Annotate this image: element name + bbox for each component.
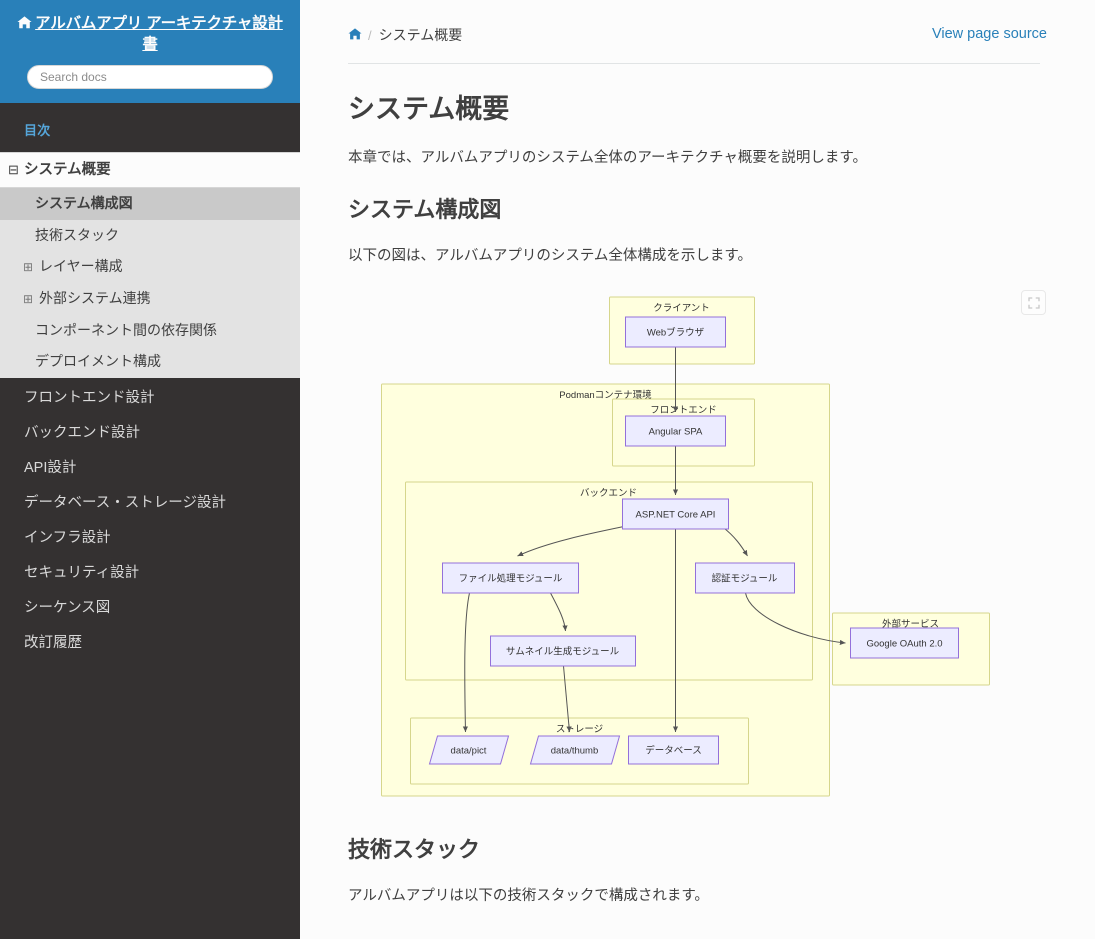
node-label: data/pict (451, 746, 487, 757)
brand-link[interactable]: アルバムアプリ アーキテクチャ設計書 (12, 10, 288, 56)
breadcrumb: / システム概要 (348, 25, 1040, 64)
diagram-intro-paragraph: 以下の図は、アルバムアプリのシステム全体構成を示します。 (348, 247, 752, 264)
breadcrumb-separator: / (368, 27, 372, 43)
sidebar-item-label: バックエンド設計 (24, 424, 140, 441)
node-label: data/thumb (551, 746, 599, 757)
sidebar: アルバムアプリ アーキテクチャ設計書 目次 ⊟ システム概要 システム構成図 技術… (0, 0, 300, 939)
sidebar-item-label: レイヤー構成 (39, 258, 123, 275)
plus-box-icon[interactable]: ⊞ (23, 260, 34, 275)
sidebar-header: アルバムアプリ アーキテクチャ設計書 (0, 0, 300, 103)
minus-box-icon[interactable]: ⊟ (8, 161, 19, 177)
intro-paragraph: 本章では、アルバムアプリのシステム全体のアーキテクチャ概要を説明します。 (348, 150, 867, 167)
sidebar-item-label: システム概要 (24, 161, 111, 178)
node-label: データベース (645, 745, 702, 757)
cluster-label: バックエンド (580, 488, 637, 499)
breadcrumb-bar: / システム概要 View page source (300, 0, 1095, 64)
node-angular-spa[interactable]: Angular SPA (625, 415, 726, 447)
page-title: システム概要 (348, 94, 510, 124)
main-content: / システム概要 View page source システム概要 本章では、アル… (300, 0, 1095, 939)
fullscreen-icon[interactable] (1021, 290, 1046, 316)
sidebar-item-revision-history[interactable]: 改訂履歴 (0, 626, 300, 661)
toc-caption: 目次 (0, 102, 300, 152)
diagram-edges (462, 347, 846, 733)
sidebar-item-label: セキュリティ設計 (24, 564, 140, 581)
node-data-pict[interactable]: data/pict (428, 735, 510, 765)
node-thumbnail-module[interactable]: サムネイル生成モジュール (490, 635, 636, 667)
sidebar-item-label: フロントエンド設計 (24, 389, 155, 406)
architecture-diagram: Podmanコンテナ環境 バックエンド クライアント フロントエンド ストレージ (348, 290, 1047, 810)
brand-title: アルバムアプリ アーキテクチャ設計書 (35, 15, 283, 53)
node-label: Google OAuth 2.0 (866, 639, 942, 650)
node-database[interactable]: データベース (628, 735, 719, 765)
sidebar-item-sequence-diagram[interactable]: シーケンス図 (0, 591, 300, 626)
nav-primary: ⊟ システム概要 システム構成図 技術スタック ⊞ レイヤー構成 ⊞ 外部システム連携… (0, 151, 300, 661)
cluster-label: 外部サービス (882, 618, 939, 630)
node-aspnet-core-api[interactable]: ASP.NET Core API (622, 498, 729, 530)
cluster-label: クライアント (653, 303, 710, 314)
node-google-oauth[interactable]: Google OAuth 2.0 (850, 627, 959, 659)
sidebar-item-component-dependencies[interactable]: コンポーネント間の依存関係 (0, 315, 300, 347)
article-body: システム概要 本章では、アルバムアプリのシステム全体のアーキテクチャ概要を説明し… (300, 92, 1095, 908)
sidebar-item-layer-structure[interactable]: ⊞ レイヤー構成 (0, 251, 300, 283)
search-form (12, 56, 288, 89)
node-file-processing-module[interactable]: ファイル処理モジュール (442, 562, 579, 594)
view-page-source-link[interactable]: View page source (931, 26, 1047, 42)
cluster-label: ストレージ (556, 724, 603, 735)
node-label: Webブラウザ (647, 327, 705, 339)
sidebar-item-label: API設計 (24, 459, 77, 476)
sidebar-item-frontend-design[interactable]: フロントエンド設計 (0, 381, 300, 416)
sidebar-item-label: シーケンス図 (24, 599, 111, 616)
node-label: ASP.NET Core API (636, 510, 716, 521)
diagram-canvas: Podmanコンテナ環境 バックエンド クライアント フロントエンド ストレージ (381, 296, 990, 797)
sidebar-item-api-design[interactable]: API設計 (0, 451, 300, 486)
node-label: ファイル処理モジュール (459, 573, 563, 585)
sidebar-item-system-overview[interactable]: ⊟ システム概要 (0, 151, 300, 189)
sidebar-item-label: 技術スタック (35, 226, 119, 243)
sidebar-item-label: コンポーネント間の依存関係 (35, 321, 217, 338)
sidebar-item-label: 改訂履歴 (24, 634, 82, 651)
sidebar-item-infra-design[interactable]: インフラ設計 (0, 521, 300, 556)
sidebar-item-label: システム構成図 (35, 195, 133, 212)
nav-secondary: フロントエンド設計 バックエンド設計 API設計 データベース・ストレージ設計 … (0, 377, 300, 661)
section-heading-tech-stack: 技術スタック (348, 837, 481, 863)
node-label: Angular SPA (649, 427, 703, 438)
sidebar-item-label: 外部システム連携 (39, 289, 151, 306)
sidebar-item-tech-stack[interactable]: 技術スタック (0, 220, 300, 252)
section-heading-diagram: システム構成図 (348, 197, 502, 223)
node-label: 認証モジュール (712, 573, 778, 585)
plus-box-icon[interactable]: ⊞ (23, 291, 34, 306)
sidebar-item-database-storage-design[interactable]: データベース・ストレージ設計 (0, 486, 300, 521)
tech-stack-paragraph: アルバムアプリは以下の技術スタックで構成されます。 (348, 887, 709, 904)
breadcrumb-current: システム概要 (378, 27, 463, 43)
cluster-backend: バックエンド (405, 481, 813, 681)
home-icon[interactable] (348, 27, 362, 43)
nav-sublist: システム構成図 技術スタック ⊞ レイヤー構成 ⊞ 外部システム連携 コンポーネント… (0, 188, 300, 378)
node-browser[interactable]: Webブラウザ (625, 316, 726, 348)
sidebar-item-external-integration[interactable]: ⊞ 外部システム連携 (0, 283, 300, 315)
home-icon (17, 15, 32, 34)
node-label: サムネイル生成モジュール (506, 646, 620, 658)
cluster-label: Podmanコンテナ環境 (559, 389, 652, 401)
search-input[interactable] (27, 64, 273, 89)
sidebar-item-deployment[interactable]: デプロイメント構成 (0, 346, 300, 378)
node-auth-module[interactable]: 認証モジュール (695, 562, 795, 594)
sidebar-item-system-diagram[interactable]: システム構成図 (0, 188, 300, 220)
sidebar-item-security-design[interactable]: セキュリティ設計 (0, 556, 300, 591)
sidebar-item-label: デプロイメント構成 (35, 353, 161, 370)
sidebar-item-backend-design[interactable]: バックエンド設計 (0, 416, 300, 451)
node-data-thumb[interactable]: data/thumb (529, 735, 621, 765)
sidebar-item-label: データベース・ストレージ設計 (24, 494, 226, 511)
cluster-label: フロントエンド (650, 405, 717, 416)
sidebar-item-label: インフラ設計 (24, 529, 111, 546)
